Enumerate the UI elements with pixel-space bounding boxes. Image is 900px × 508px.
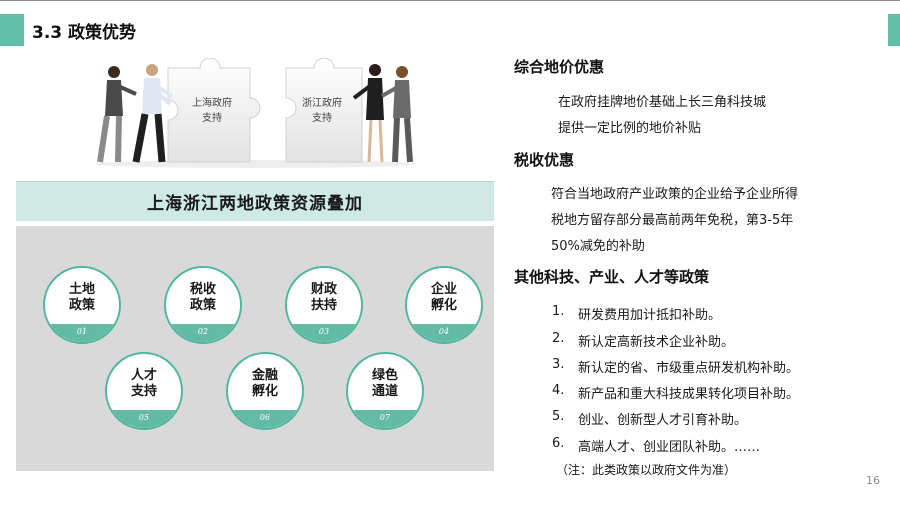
tax-policy-text: 50%减免的补助 (551, 239, 645, 254)
policy-circle-number: 02 (166, 324, 240, 342)
slide-title: 3.3 政策优势 (32, 23, 137, 43)
policy-circle-green-channel: 绿色通道 07 (346, 352, 424, 430)
policy-circle-label: 企业孵化 (430, 282, 457, 313)
puzzle-left-label-2: 支持 (202, 111, 222, 124)
land-policy-text: 提供一定比例的地价补贴 (558, 121, 702, 136)
section-heading-tax: 税收优惠 (514, 151, 575, 169)
list-item-number: 5. (552, 409, 565, 424)
person-figure-4 (381, 66, 413, 163)
list-item: 高端人才、创业团队补助。…… (578, 440, 761, 455)
tax-policy-text: 税地方留存部分最高前两年免税，第3-5年 (551, 213, 794, 228)
list-item: 研发费用加计抵扣补助。 (578, 308, 722, 323)
policy-circle-label: 土地政策 (68, 282, 95, 313)
policy-circle-label: 税收政策 (189, 282, 216, 313)
policy-circle-label: 财政扶持 (310, 282, 337, 313)
tax-policy-text: 符合当地政府产业政策的企业给予企业所得 (551, 187, 799, 202)
list-item-number: 3. (552, 357, 565, 372)
puzzle-piece-right (285, 58, 363, 163)
puzzle-left-label-1: 上海政府 (192, 96, 232, 109)
list-item: 新认定的省、市级重点研发机构补助。 (578, 361, 800, 376)
title-accent-bar-right (888, 14, 900, 46)
policy-circle-label: 人才支持 (130, 368, 157, 399)
policy-circle-label: 绿色通道 (371, 368, 398, 399)
policy-circle-fintech: 金融孵化 06 (226, 352, 304, 430)
policy-circle-number: 03 (287, 324, 361, 342)
policy-banner: 上海浙江两地政策资源叠加 (16, 181, 494, 221)
policy-circle-finance: 财政扶持 03 (285, 266, 363, 344)
puzzle-piece-left (167, 58, 261, 163)
section-heading-other: 其他科技、产业、人才等政策 (514, 268, 710, 286)
page-number: 16 (866, 474, 880, 487)
policy-circle-number: 07 (348, 410, 422, 428)
list-item-number: 1. (552, 304, 565, 319)
policy-circle-number: 04 (407, 324, 481, 342)
land-policy-text: 在政府挂牌地价基础上长三角科技城 (558, 95, 767, 110)
policy-circle-incubation: 企业孵化 04 (405, 266, 483, 344)
person-figure-3 (352, 64, 384, 163)
list-item-number: 2. (552, 331, 565, 346)
policy-circle-land: 土地政策 01 (43, 266, 121, 344)
title-accent-bar-left (0, 14, 24, 46)
policy-note: （注：此类政策以政府文件为准） (556, 463, 737, 477)
policy-circle-label: 金融孵化 (251, 368, 278, 399)
list-item: 新产品和重大科技成果转化项目补助。 (578, 387, 800, 402)
policy-circles-panel (16, 226, 494, 471)
policy-circle-talent: 人才支持 05 (105, 352, 183, 430)
list-item: 创业、创新型人才引育补助。 (578, 413, 748, 428)
top-divider (0, 0, 900, 1)
list-item-number: 6. (552, 436, 565, 451)
puzzle-illustration: 上海政府 支持 浙江政府 支持 (95, 58, 415, 168)
person-figure-1 (97, 66, 137, 163)
list-item: 新认定高新技术企业补助。 (578, 335, 735, 350)
section-heading-land: 综合地价优惠 (514, 58, 605, 76)
person-figure-2 (132, 64, 174, 163)
policy-circle-number: 01 (45, 324, 119, 342)
puzzle-right-label-2: 支持 (312, 111, 332, 124)
policy-circle-number: 05 (107, 410, 181, 428)
list-item-number: 4. (552, 383, 565, 398)
policy-circle-tax: 税收政策 02 (164, 266, 242, 344)
policy-circle-number: 06 (228, 410, 302, 428)
puzzle-right-label-1: 浙江政府 (302, 96, 342, 109)
